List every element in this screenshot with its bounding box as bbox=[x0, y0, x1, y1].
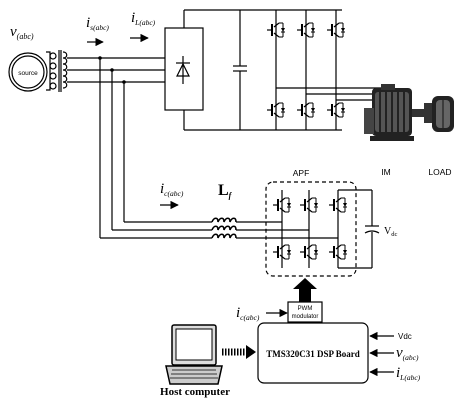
source-label: source bbox=[18, 70, 38, 77]
transformer bbox=[46, 50, 68, 92]
vdc-label: Vdc bbox=[384, 226, 397, 238]
apf-dc-capacitor bbox=[338, 189, 380, 269]
host-computer-label: Host computer bbox=[160, 386, 230, 398]
ic-abc-label: ic(abc) bbox=[160, 181, 184, 198]
apf-inverter bbox=[272, 190, 348, 268]
apf-boundary bbox=[265, 181, 357, 277]
rectifier bbox=[164, 27, 204, 111]
induction-motor bbox=[364, 84, 424, 141]
pwm-label-2: modulator bbox=[292, 314, 319, 320]
gating-arrow bbox=[293, 278, 317, 302]
in-v-abc-label: v(abc) bbox=[396, 345, 419, 362]
ic-ref-label: ic(abc) bbox=[236, 305, 260, 322]
supply-lines bbox=[67, 56, 165, 84]
il-abc-label: iL(abc) bbox=[131, 10, 156, 27]
apf-label: APF bbox=[293, 168, 310, 178]
in-vdc-label: Vdc bbox=[398, 332, 412, 341]
in-il-abc-label: iL(abc) bbox=[396, 365, 421, 382]
v-abc-label: v(abc) bbox=[10, 24, 34, 41]
load-label: LOAD bbox=[428, 167, 451, 177]
filter-inductors bbox=[211, 217, 338, 239]
dsp-board bbox=[257, 322, 369, 384]
is-abc-label: is(abc) bbox=[86, 15, 109, 32]
lf-label: Lf bbox=[218, 182, 233, 200]
im-label: IM bbox=[381, 167, 390, 177]
dc-bus bbox=[183, 9, 342, 131]
laptop-icon bbox=[165, 324, 223, 385]
load-machine bbox=[424, 96, 454, 132]
pwm-modulator bbox=[287, 301, 323, 323]
filter-lines bbox=[99, 58, 212, 239]
ac-source bbox=[8, 52, 48, 92]
pwm-label-1: PWM bbox=[298, 306, 313, 312]
dsp-label: TMS320C31 DSP Board bbox=[266, 349, 360, 359]
comm-link-arrow bbox=[222, 345, 256, 359]
